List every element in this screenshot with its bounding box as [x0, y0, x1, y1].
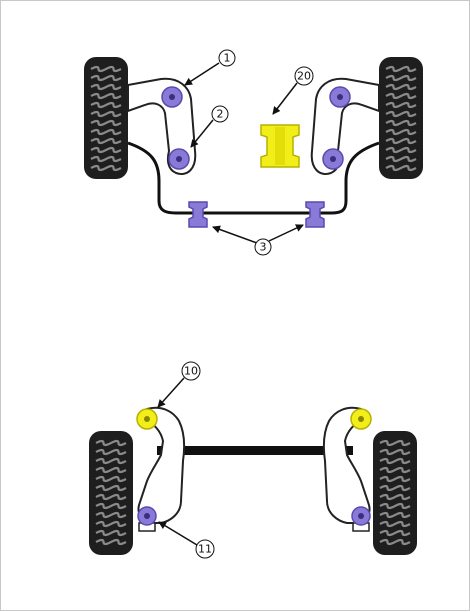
callout-3-label: 3: [260, 241, 267, 254]
tyre-tread-line: [95, 475, 127, 483]
callout-1: 1: [184, 49, 236, 86]
tyre-tread-line: [385, 155, 417, 163]
tyre-tread-line: [90, 74, 122, 82]
tyre-tread-line: [385, 128, 417, 136]
tyre-tread-line: [379, 439, 411, 447]
rear-anti-roll-bar: [157, 446, 353, 455]
bushing-1-icon: [161, 86, 183, 108]
front-anti-roll-bar: [127, 141, 380, 215]
callout-1-label: 1: [224, 52, 231, 65]
tyre-tread-line: [90, 110, 122, 118]
tyre-tread-line: [379, 475, 411, 483]
tyre-tread-line: [379, 520, 411, 528]
tyre-tread-line: [385, 101, 417, 109]
callout-2: 2: [190, 105, 229, 148]
tyre-tread-line: [90, 128, 122, 136]
tyre-tread-line: [90, 101, 122, 109]
callout-11-label: 11: [198, 543, 212, 556]
tyre-tread-line: [95, 466, 127, 474]
tyre-tread-line: [90, 164, 122, 172]
tyre-tread-line: [95, 511, 127, 519]
tyre-tread-line: [379, 502, 411, 510]
tyre-tread-line: [95, 493, 127, 501]
tyre-tread-line: [385, 164, 417, 172]
tyre-tread-line: [385, 137, 417, 145]
tyre-tread-line: [385, 119, 417, 127]
bushing-2-right-icon: [322, 148, 344, 170]
front-axle: 1 2 20 3: [84, 49, 423, 256]
tyre-tread-line: [385, 74, 417, 82]
tyre-tread-line: [385, 110, 417, 118]
tyre-tread-line: [95, 529, 127, 537]
bushing-3-left-icon: [188, 201, 208, 228]
bushing-3-right-icon: [305, 201, 325, 228]
tyre-tread-line: [385, 65, 417, 73]
tyre-tread-line: [90, 92, 122, 100]
rear-axle: 10 11: [89, 361, 417, 559]
callout-10: 10: [157, 361, 201, 408]
bushing-10-right-icon: [350, 408, 372, 430]
bushing-11-right-icon: [351, 506, 371, 526]
tyre-tread-line: [385, 92, 417, 100]
tyre-tread-line: [90, 65, 122, 73]
front-right-tyre-icon: [379, 57, 423, 179]
tyre-tread-line: [379, 493, 411, 501]
callout-20: 20: [272, 66, 314, 115]
tyre-tread-line: [379, 529, 411, 537]
bushing-1-right-icon: [329, 86, 351, 108]
tyre-tread-line: [90, 137, 122, 145]
rear-left-tyre-icon: [89, 431, 133, 555]
tyre-tread-line: [379, 484, 411, 492]
bushing-20-icon: [260, 124, 300, 168]
tyre-tread-line: [90, 83, 122, 91]
callout-10-label: 10: [184, 365, 198, 378]
tyre-tread-line: [90, 146, 122, 154]
tyre-tread-line: [385, 146, 417, 154]
tyre-tread-line: [95, 520, 127, 528]
callout-2-label: 2: [217, 108, 224, 121]
bushing-10-icon: [136, 408, 158, 430]
tyre-tread-line: [379, 466, 411, 474]
tyre-tread-line: [95, 484, 127, 492]
tyre-tread-line: [95, 502, 127, 510]
callout-20-label: 20: [297, 70, 311, 83]
tyre-tread-line: [90, 155, 122, 163]
callout-3: 3: [212, 224, 304, 256]
bushing-11-icon: [137, 506, 157, 526]
tyre-tread-line: [379, 448, 411, 456]
tyre-tread-line: [95, 439, 127, 447]
tyre-tread-line: [385, 83, 417, 91]
tyre-tread-line: [95, 448, 127, 456]
tyre-tread-line: [379, 511, 411, 519]
rear-right-tyre-icon: [373, 431, 417, 555]
tyre-tread-line: [95, 538, 127, 546]
tyre-tread-line: [90, 119, 122, 127]
tyre-tread-line: [379, 457, 411, 465]
bushing-2-icon: [168, 148, 190, 170]
front-left-tyre-icon: [84, 57, 128, 179]
callout-11: 11: [158, 521, 215, 559]
tyre-tread-line: [379, 538, 411, 546]
tyre-tread-line: [95, 457, 127, 465]
